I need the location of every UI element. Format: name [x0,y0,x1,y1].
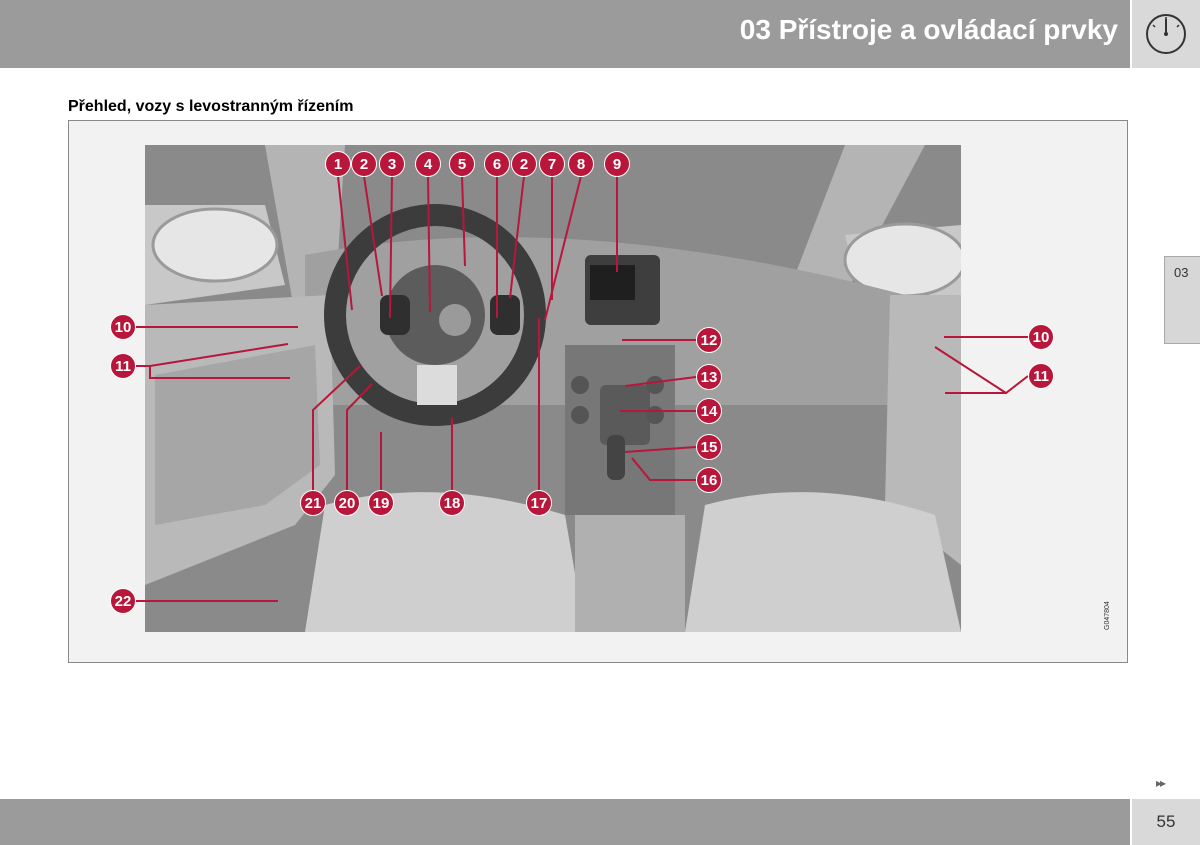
callout-badge-4: 4 [415,151,441,177]
section-title: Přehled, vozy s levostranným řízením [68,98,354,115]
callout-badge-22: 22 [110,588,136,614]
header-band: 03 Přístroje a ovládací prvky [0,0,1130,68]
callout-badge-18: 18 [439,490,465,516]
callout-badge-16: 16 [696,467,722,493]
chapter-side-tab-label: 03 [1174,265,1189,280]
callout-badge-6: 6 [484,151,510,177]
chapter-title: 03 Přístroje a ovládací prvky [739,14,1118,45]
callout-badge-2b: 2 [511,151,537,177]
callout-badge-8: 8 [568,151,594,177]
callout-badge-13: 13 [696,364,722,390]
page-number-box: 55 [1132,799,1200,845]
callout-badge-20: 20 [334,490,360,516]
callout-badge-10: 10 [110,314,136,340]
callout-badge-11: 11 [110,353,136,379]
callout-badge-12: 12 [696,327,722,353]
callout-badge-21: 21 [300,490,326,516]
callout-badge-1: 1 [325,151,351,177]
callout-badge-17: 17 [526,490,552,516]
callout-badge-7: 7 [539,151,565,177]
callout-badge-3: 3 [379,151,405,177]
callout-badge-11b: 11 [1028,363,1054,389]
footer-band [0,799,1130,845]
callout-badge-14: 14 [696,398,722,424]
figure-code: G047804 [1104,601,1111,630]
page-number: 55 [1156,812,1176,831]
callout-badge-10b: 10 [1028,324,1054,350]
callout-badge-15: 15 [696,434,722,460]
callout-badge-2: 2 [351,151,377,177]
callout-badge-5: 5 [449,151,475,177]
callout-badge-19: 19 [368,490,394,516]
chapter-icon-box [1132,0,1200,68]
dashboard-illustration [145,145,961,632]
callout-badge-9: 9 [604,151,630,177]
chapter-side-tab: 03 [1164,256,1200,344]
speedometer-icon [1146,14,1186,54]
double-chevron-right-icon[interactable]: ▸▸ [1156,776,1166,790]
